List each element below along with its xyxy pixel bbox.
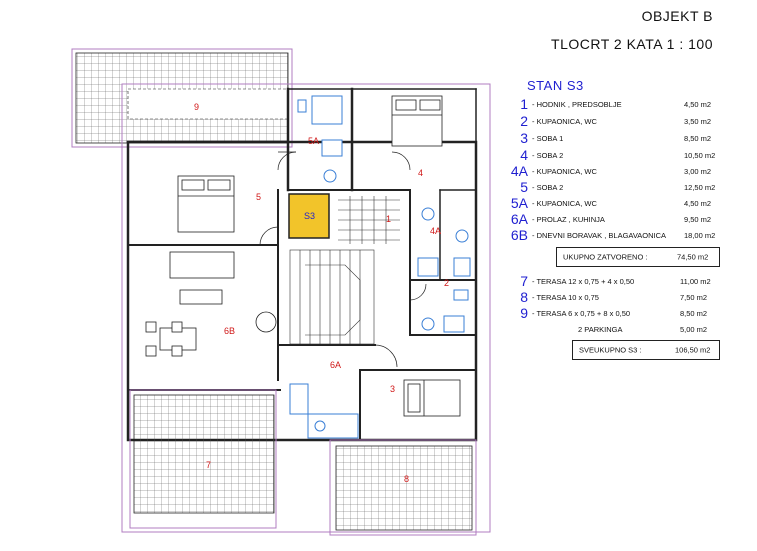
- legend-terrace-name: - TERASA 6 x 0,75 + 8 x 0,50: [532, 308, 631, 318]
- legend-room-number: 4: [520, 147, 528, 163]
- total-area-label: SVEUKUPNO S3 :: [579, 345, 642, 355]
- bathroom-fixtures: [297, 95, 471, 333]
- staircase: [289, 196, 400, 345]
- legend-terrace-area: 11,00 m2: [680, 276, 711, 286]
- apartment-s3-highlight: [288, 193, 330, 239]
- total-area-value: 106,50 m2: [675, 345, 711, 355]
- legend-room-name: - DNEVNI BORAVAK , BLAGAVAONICA: [532, 230, 667, 240]
- legend-room-number: 6B: [510, 227, 528, 243]
- label-room-6a: 6A: [330, 360, 341, 370]
- legend-room-number: 1: [520, 96, 528, 112]
- drawing-title: OBJEKT B: [641, 8, 713, 24]
- legend-row: 5 - SOBA 2 12,50 m2: [500, 178, 720, 196]
- legend-row: 6B - DNEVNI BORAVAK , BLAGAVAONICA 18,00…: [500, 226, 720, 244]
- legend-row: 1 - HODNIK , PREDSOBLJE 4,50 m2: [500, 95, 720, 113]
- plot-boundary: [121, 83, 491, 533]
- label-room-5a: 5A: [308, 136, 319, 146]
- parking-area: 5,00 m2: [680, 324, 708, 334]
- legend-room-area: 18,00 m2: [684, 230, 716, 240]
- kitchen-counter: [289, 383, 359, 439]
- legend-row: 9 - TERASA 6 x 0,75 + 8 x 0,50 8,50 m2: [500, 304, 720, 322]
- terrace-7: [129, 389, 277, 529]
- label-s3: S3: [304, 211, 315, 221]
- terrace-9: [71, 48, 293, 148]
- drawing-subtitle: TLOCRT 2 KATA 1 : 100: [551, 36, 713, 52]
- legend-room-area: 3,00 m2: [684, 166, 712, 176]
- legend-room-name: - KUPAONICA, WC: [532, 166, 597, 176]
- legend-terrace-name: - TERASA 12 x 0,75 + 4 x 0,50: [532, 276, 635, 286]
- legend-room-name: - KUPAONICA, WC: [532, 198, 597, 208]
- legend-room-number: 2: [520, 113, 528, 129]
- legend-room-area: 8,50 m2: [684, 133, 712, 143]
- label-room-2: 2: [444, 278, 449, 288]
- living-furniture: [145, 251, 277, 357]
- legend-row: 8 - TERASA 10 x 0,75 7,50 m2: [500, 288, 720, 306]
- legend-row: 5A - KUPAONICA, WC 4,50 m2: [500, 194, 720, 212]
- bed-room-3: [403, 379, 461, 417]
- parking-row: 2 PARKINGA 5,00 m2: [500, 320, 720, 338]
- label-room-3: 3: [390, 384, 395, 394]
- legend-room-number: 4A: [510, 163, 528, 179]
- label-terrace-8: 8: [404, 474, 409, 484]
- legend-row: 4A - KUPAONICA, WC 3,00 m2: [500, 162, 720, 180]
- legend-room-number: 3: [520, 130, 528, 146]
- label-terrace-9: 9: [194, 102, 199, 112]
- legend-row: 7 - TERASA 12 x 0,75 + 4 x 0,50 11,00 m2: [500, 272, 720, 290]
- legend-room-name: - SOBA 2: [532, 150, 564, 160]
- parking-label: 2 PARKINGA: [578, 324, 623, 334]
- label-room-1: 1: [386, 214, 391, 224]
- apartment-name: STAN S3: [527, 78, 584, 93]
- legend-row: 3 - SOBA 1 8,50 m2: [500, 129, 720, 147]
- legend-room-name: - SOBA 2: [532, 182, 564, 192]
- doors: [259, 151, 427, 368]
- legend-room-area: 9,50 m2: [684, 214, 712, 224]
- label-terrace-7: 7: [206, 460, 211, 470]
- label-room-5: 5: [256, 192, 261, 202]
- legend-room-area: 4,50 m2: [684, 99, 712, 109]
- legend-room-name: - PROLAZ , KUHINJA: [532, 214, 605, 224]
- total-area-box: SVEUKUPNO S3 : 106,50 m2: [572, 340, 720, 360]
- legend-terrace-number: 7: [520, 273, 528, 289]
- legend-room-area: 4,50 m2: [684, 198, 712, 208]
- label-room-4a: 4A: [430, 226, 441, 236]
- legend-row: 6A - PROLAZ , KUHINJA 9,50 m2: [500, 210, 720, 228]
- legend-room-number: 5A: [510, 195, 528, 211]
- label-room-4: 4: [418, 168, 423, 178]
- closed-area-value: 74,50 m2: [677, 252, 709, 262]
- legend-room-name: - SOBA 1: [532, 133, 564, 143]
- legend-terrace-name: - TERASA 10 x 0,75: [532, 292, 599, 302]
- legend-terrace-number: 8: [520, 289, 528, 305]
- legend-room-number: 5: [520, 179, 528, 195]
- bed-room-4: [391, 95, 443, 147]
- legend-row: 2 - KUPAONICA, WC 3,50 m2: [500, 112, 720, 130]
- terrace-8: [329, 439, 477, 536]
- closed-area-box: UKUPNO ZATVORENO : 74,50 m2: [556, 247, 720, 267]
- legend-room-name: - KUPAONICA, WC: [532, 116, 597, 126]
- legend-room-area: 3,50 m2: [684, 116, 712, 126]
- legend-terrace-area: 7,50 m2: [680, 292, 708, 302]
- legend-terrace-area: 8,50 m2: [680, 308, 708, 318]
- legend-row: 4 - SOBA 2 10,50 m2: [500, 146, 720, 164]
- bed-room-5: [177, 175, 235, 233]
- legend-room-name: - HODNIK , PREDSOBLJE: [532, 99, 622, 109]
- label-room-6b: 6B: [224, 326, 235, 336]
- legend-room-area: 10,50 m2: [684, 150, 716, 160]
- closed-area-label: UKUPNO ZATVORENO :: [563, 252, 648, 262]
- legend-room-area: 12,50 m2: [684, 182, 716, 192]
- legend-room-number: 6A: [510, 211, 528, 227]
- legend-terrace-number: 9: [520, 305, 528, 321]
